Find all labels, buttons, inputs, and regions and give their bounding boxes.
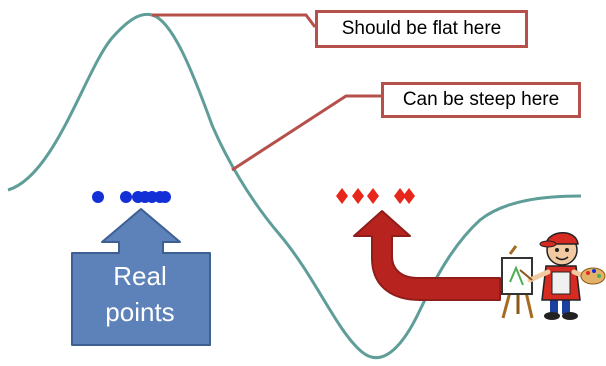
- fake-point: [367, 188, 379, 204]
- flat-callout-line: [152, 15, 315, 27]
- painter-at-easel-icon: [502, 233, 605, 320]
- real-points-label-line1: Real: [72, 258, 208, 294]
- real-point: [159, 191, 171, 203]
- steep-callout-line: [232, 96, 381, 170]
- real-point: [92, 191, 104, 203]
- real-points: [92, 191, 171, 203]
- real-point: [120, 191, 132, 203]
- flat-region-callout: Should be flat here: [315, 10, 528, 48]
- fake-point: [336, 188, 348, 204]
- fake-points: [336, 188, 415, 204]
- real-points-label-line2: points: [72, 294, 208, 330]
- real-points-label: Real points: [72, 258, 208, 330]
- generator-arrow: [354, 211, 500, 300]
- steep-region-callout: Can be steep here: [381, 82, 581, 118]
- fake-point: [352, 188, 364, 204]
- fake-point: [403, 188, 415, 204]
